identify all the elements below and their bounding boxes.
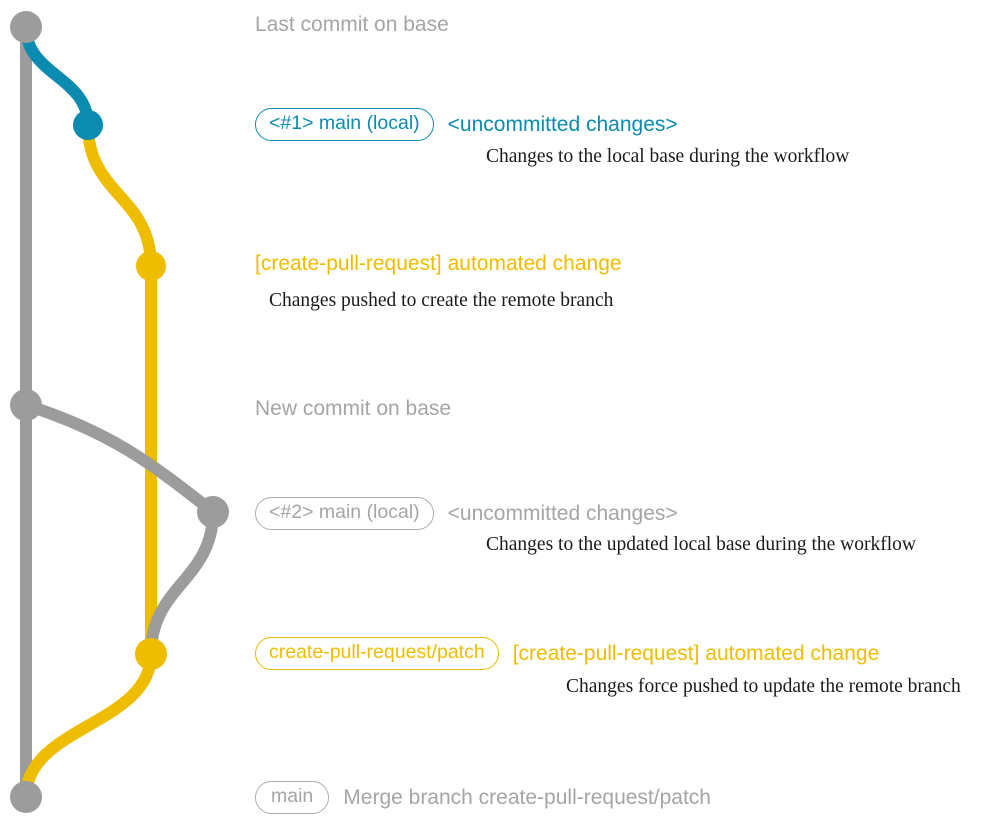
- branch-pill-local-1[interactable]: <#1> main (local): [255, 108, 434, 141]
- commit-message-automated-1: [create-pull-request] automated change: [255, 252, 622, 275]
- commit-message-local-2: <uncommitted changes>: [447, 501, 678, 525]
- sub-note-local-2: Changes to the updated local base during…: [486, 534, 916, 555]
- row-automated-change-1: [create-pull-request] automated change: [255, 253, 622, 274]
- label-new-commit-on-base: New commit on base: [255, 397, 452, 420]
- row-automated-change-2: create-pull-request/patch [create-pull-r…: [255, 637, 879, 670]
- sub-note-automated-2: Changes force pushed to update the remot…: [566, 676, 961, 697]
- sub-note-automated-1: Changes pushed to create the remote bran…: [269, 290, 614, 311]
- node-local-1[interactable]: [73, 110, 103, 140]
- node-automated-change-1[interactable]: [136, 251, 166, 281]
- base-to-local2-line: [20, 399, 219, 518]
- row-local-2: <#2> main (local) <uncommitted changes>: [255, 497, 678, 530]
- commit-message-merge: Merge branch create-pull-request/patch: [343, 785, 711, 809]
- patch-to-merge-line: [20, 648, 157, 803]
- row-local-1: <#1> main (local) <uncommitted changes>: [255, 108, 678, 141]
- node-merge[interactable]: [10, 781, 42, 813]
- node-local-2[interactable]: [197, 496, 229, 528]
- local2-to-patch2-line: [145, 506, 219, 660]
- node-last-commit-on-base[interactable]: [10, 11, 42, 43]
- branch-pill-main[interactable]: main: [255, 781, 330, 814]
- sub-note-local-1: Changes to the local base during the wor…: [486, 146, 850, 167]
- label-last-commit-on-base: Last commit on base: [255, 13, 449, 36]
- node-automated-change-2[interactable]: [135, 638, 167, 670]
- branch-pill-patch[interactable]: create-pull-request/patch: [255, 637, 499, 670]
- node-new-commit-on-base[interactable]: [10, 389, 42, 421]
- commit-message-local-1: <uncommitted changes>: [447, 112, 678, 136]
- row-merge: main Merge branch create-pull-request/pa…: [255, 781, 711, 814]
- branch-pill-local-2[interactable]: <#2> main (local): [255, 497, 434, 530]
- commit-message-automated-2: [create-pull-request] automated change: [512, 641, 880, 665]
